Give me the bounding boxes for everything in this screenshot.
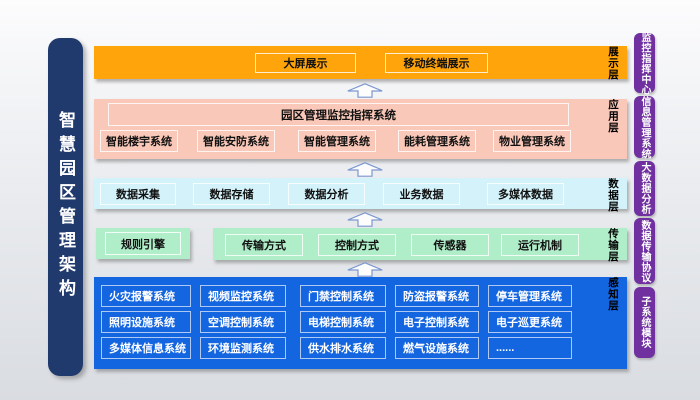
rule-engine-label: 规则引擎 (105, 232, 181, 255)
application-item: 智能管理系统 (298, 130, 376, 152)
layer-label-data: 数据层 (607, 178, 619, 213)
display-item-mobile-terminal: 移动终端展示 (385, 53, 488, 73)
diagram-title: 智慧园区管理架构 (56, 111, 75, 303)
rule-engine-box: 规则引擎 (96, 228, 190, 259)
layer-label-display: 展示层 (607, 46, 619, 81)
up-arrow-icon (347, 162, 383, 177)
sidebar-title-bar: 智慧园区管理架构 (48, 38, 83, 376)
application-layer-band: 园区管理监控指挥系统 智能楼宇系统 智能安防系统 智能管理系统 能耗管理系统 物… (94, 99, 627, 159)
data-item: 多媒体数据 (487, 183, 564, 205)
perception-layer-band: 火灾报警系统 视频监控系统 门禁控制系统 防盗报警系统 停车管理系统 照明设施系… (94, 277, 627, 369)
right-panel-label: 监控指挥中心 (639, 31, 650, 95)
perception-item: 门禁控制系统 (300, 285, 386, 307)
transmission-item: 传感器 (411, 234, 489, 256)
layer-label-application: 应用层 (607, 99, 619, 134)
up-arrow-icon (347, 262, 383, 277)
data-item: 数据存储 (193, 183, 270, 205)
perception-item: 停车管理系统 (488, 285, 572, 307)
data-item: 业务数据 (383, 183, 460, 205)
up-arrow-icon (347, 83, 383, 98)
data-item: 数据分析 (288, 183, 365, 205)
perception-item: 电子控制系统 (395, 311, 479, 333)
perception-item: 视频监控系统 (200, 285, 286, 307)
data-item: 数据采集 (100, 183, 176, 205)
application-item: 能耗管理系统 (398, 130, 476, 152)
right-panel-label: 数据传输协议 (639, 219, 650, 283)
display-item-big-screen: 大屏展示 (255, 53, 356, 73)
layer-label-transmission: 传输层 (607, 228, 619, 263)
right-panel-item-info-system: 信息管理系统 (634, 95, 655, 159)
perception-item: 电子巡更系统 (488, 311, 572, 333)
application-item: 智能楼宇系统 (100, 130, 178, 152)
perception-item: ...... (488, 337, 572, 359)
perception-item: 多媒体信息系统 (101, 337, 191, 359)
perception-item: 照明设施系统 (101, 311, 191, 333)
application-item: 物业管理系统 (493, 130, 571, 152)
perception-item: 空调控制系统 (200, 311, 286, 333)
perception-item: 燃气设施系统 (395, 337, 479, 359)
right-panel-label: 子系统模块 (639, 296, 650, 349)
application-main-system: 园区管理监控指挥系统 (108, 103, 569, 126)
perception-item: 环境监测系统 (200, 337, 286, 359)
display-layer-band: 大屏展示 移动终端展示 展示层 (94, 46, 627, 81)
right-panel-label: 信息管理系统 (639, 95, 650, 159)
transmission-layer-band: 传输方式 控制方式 传感器 运行机制 传输层 (213, 228, 627, 263)
right-panel-item-protocol: 数据传输协议 (634, 218, 655, 284)
layer-label-perception: 感知层 (607, 277, 619, 312)
perception-item: 供水排水系统 (300, 337, 386, 359)
transmission-item: 运行机制 (501, 234, 579, 256)
right-panel-label: 大数据分析 (639, 162, 650, 215)
data-layer-band: 数据采集 数据存储 数据分析 业务数据 多媒体数据 数据层 (94, 178, 627, 213)
perception-item: 电梯控制系统 (300, 311, 386, 333)
transmission-item: 控制方式 (318, 234, 396, 256)
transmission-item: 传输方式 (225, 234, 303, 256)
application-item: 智能安防系统 (197, 130, 275, 152)
right-panel-item-command-center: 监控指挥中心 (634, 31, 655, 95)
perception-item: 防盗报警系统 (395, 285, 479, 307)
up-arrow-icon (347, 212, 383, 227)
right-panel-item-bigdata: 大数据分析 (634, 161, 655, 216)
perception-item: 火灾报警系统 (101, 285, 191, 307)
right-panel-item-subsystem: 子系统模块 (634, 287, 655, 358)
